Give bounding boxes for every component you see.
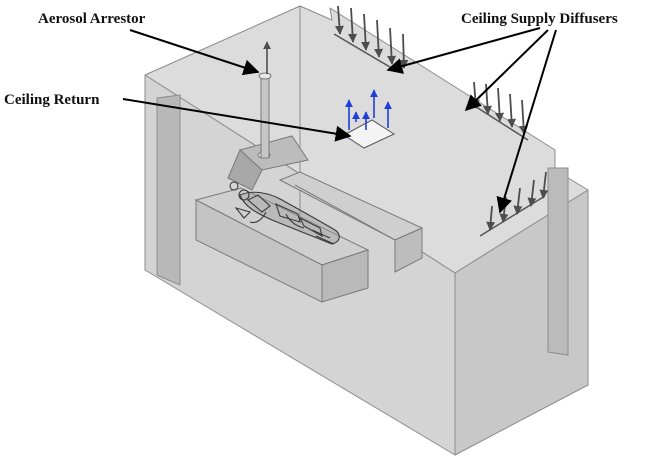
arrestor-hood-front: [227, 149, 263, 191]
arrestor-duct: [260, 77, 270, 159]
leader-supply-1: [386, 27, 541, 74]
supply-diffuser-1: [333, 5, 409, 71]
patient-figure: [229, 181, 340, 245]
wall-columns: [156, 94, 569, 356]
duct-cap: [258, 72, 272, 80]
interior-equipment: [194, 72, 424, 303]
right-column: [547, 167, 569, 356]
return-arrows: [345, 89, 392, 130]
bench-edge: [294, 184, 396, 272]
label-ceiling-supply-diffusers: Ceiling Supply Diffusers: [461, 11, 618, 27]
leader-supply-3: [496, 29, 557, 214]
label-ceiling-return: Ceiling Return: [4, 92, 100, 108]
label-aerosol-arrestor: Aerosol Arrestor: [38, 11, 146, 27]
leader-lines: [122, 27, 557, 214]
left-column: [156, 94, 181, 286]
operating-table-end: [321, 249, 369, 303]
leader-aerosol-arrestor: [129, 29, 260, 76]
return-square: [343, 119, 396, 149]
leader-supply-2: [464, 29, 549, 112]
leader-ceiling-return: [122, 98, 352, 142]
ceiling-return-vent: [343, 89, 396, 149]
